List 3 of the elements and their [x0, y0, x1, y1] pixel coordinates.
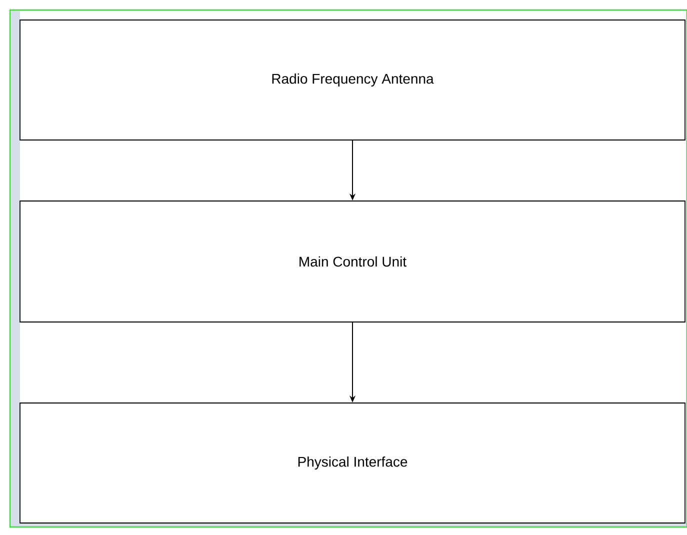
process-box: Radio Frequency Antenna: [20, 20, 686, 140]
process-box: Physical Interface: [20, 402, 686, 524]
process-box: Main Control Unit: [20, 200, 686, 322]
